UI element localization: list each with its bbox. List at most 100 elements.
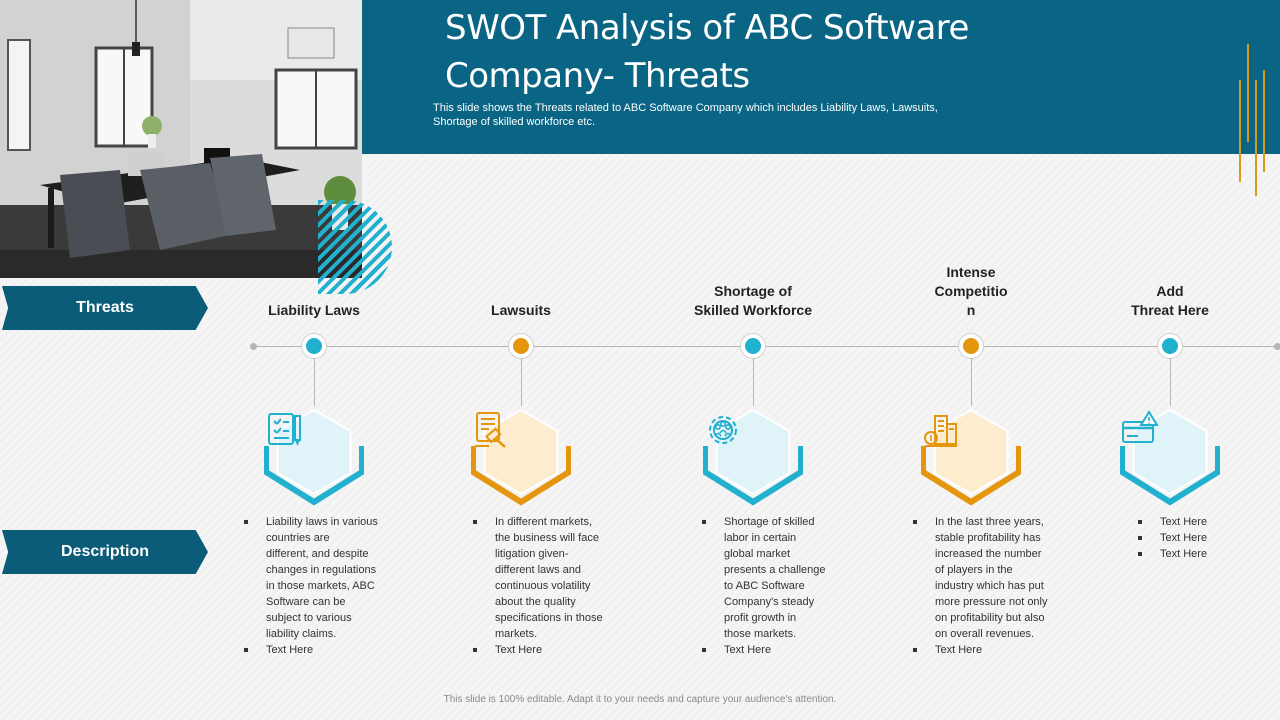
threat-title-line: Liability Laws [268, 302, 360, 318]
threat-title-line: n [966, 302, 976, 318]
description-line: Shortage of skilled [724, 516, 815, 528]
description-line: In the last three years, [935, 516, 1044, 528]
timeline-connector [1170, 358, 1171, 406]
timeline-connector [314, 358, 315, 406]
description-line: about the quality [495, 596, 576, 608]
threats-label-text: Threats [76, 299, 134, 316]
description-line: different, and despite [266, 548, 369, 560]
subtitle-line-2: Shortage of skilled workforce etc. [433, 116, 596, 128]
subtitle-line-1: This slide shows the Threats related to … [433, 102, 938, 114]
description-line: of players in the [935, 564, 1013, 576]
timeline-start-dot [250, 343, 257, 350]
description-bullet: In the last three years, stable profitabi… [913, 514, 1083, 642]
timeline-dot [302, 334, 326, 358]
timeline-dot [1158, 334, 1182, 358]
threat-title-line: Intense [946, 264, 996, 280]
threats-row-label: Threats [2, 286, 208, 330]
description-line: Text Here [1160, 532, 1208, 544]
description-line: Company's steady [724, 596, 815, 608]
threat-column-skilled-workforce: Shortage of Skilled Workforce Shortage of… [653, 0, 853, 720]
description-line: specifications in those [495, 612, 603, 624]
threat-column-lawsuits: Lawsuits In different markets,the busine… [421, 0, 621, 720]
description-bullet: Text Here [1138, 530, 1280, 546]
threat-hexagon [703, 410, 803, 510]
timeline-dot [959, 334, 983, 358]
description-line: Text Here [495, 644, 543, 656]
threat-hexagon [471, 410, 571, 510]
description-bullet: In different markets,the business will f… [473, 514, 643, 642]
description-line: Software can be [266, 596, 346, 608]
description-line: more pressure not only [935, 596, 1048, 608]
timeline-connector [521, 358, 522, 406]
title-line-2: Company- Threats [445, 56, 750, 96]
page-title: SWOT Analysis of ABC Software Company- T… [445, 4, 1085, 100]
description-line: labor in certain [724, 532, 797, 544]
description-line: profit growth in [724, 612, 797, 624]
description-line: in those markets, ABC [266, 580, 375, 592]
gold-lines-decoration [1239, 44, 1265, 196]
description-bullet: Text Here [473, 642, 643, 658]
description-line: to ABC Software [724, 580, 805, 592]
description-line: increased the number [935, 548, 1042, 560]
threat-hexagon [921, 410, 1021, 510]
hexagon-shape [703, 410, 803, 506]
description-row-label: Description [2, 530, 208, 574]
card-warning-icon [1122, 410, 1159, 443]
description-line: litigation given- [495, 548, 569, 560]
legal-document-gavel-icon [475, 412, 506, 448]
hexagon-shape [471, 410, 571, 506]
checklist-pen-icon [268, 413, 301, 446]
description-line: stable profitability has [935, 532, 1041, 544]
threat-hexagon [1120, 410, 1220, 510]
threat-description: In different markets,the business will f… [473, 514, 643, 658]
threat-title: Liability Laws [214, 301, 414, 320]
description-line: different laws and [495, 564, 582, 576]
description-bullet: Text Here [1138, 546, 1280, 562]
threat-title-line: Lawsuits [491, 302, 551, 318]
description-line: liability claims. [266, 628, 337, 640]
description-line: on overall revenues. [935, 628, 1035, 640]
threat-title: Shortage of Skilled Workforce [653, 282, 853, 320]
footer-note: This slide is 100% editable. Adapt it to… [443, 694, 837, 705]
timeline-connector [753, 358, 754, 406]
description-line: Text Here [935, 644, 983, 656]
threat-title: Lawsuits [421, 301, 621, 320]
description-line: continuous volatility [495, 580, 591, 592]
description-line: subject to various [266, 612, 352, 624]
timeline-line [254, 346, 1280, 347]
hexagon-shape [1120, 410, 1220, 506]
header-band [360, 0, 1280, 154]
timeline-end-dot [1274, 343, 1280, 350]
page-subtitle: This slide shows the Threats related to … [433, 101, 1013, 129]
buildings-money-icon [924, 415, 957, 447]
description-bullet: Text Here [702, 642, 872, 658]
description-line: markets. [495, 628, 538, 640]
threat-title-line: Add [1156, 283, 1184, 299]
threat-title-line: Skilled Workforce [693, 302, 812, 318]
description-bullet: Text Here [244, 642, 414, 658]
timeline-dot [509, 334, 533, 358]
title-line-1: SWOT Analysis of ABC Software [445, 8, 969, 48]
description-line: In different markets, [495, 516, 593, 528]
timeline-connector [971, 358, 972, 406]
description-line: Text Here [724, 644, 772, 656]
description-line: Text Here [1160, 516, 1208, 528]
threat-column-liability-laws: Liability Laws Liability laws in various… [214, 0, 414, 720]
description-line: changes in regulations [266, 564, 377, 576]
gear-team-icon [709, 416, 737, 444]
description-line: Liability laws in various [266, 516, 378, 528]
timeline-dot [741, 334, 765, 358]
threat-hexagon [264, 410, 364, 510]
threat-title-line: Shortage of [714, 283, 792, 299]
office-photo [0, 0, 362, 278]
description-line: presents a challenge [724, 564, 826, 576]
